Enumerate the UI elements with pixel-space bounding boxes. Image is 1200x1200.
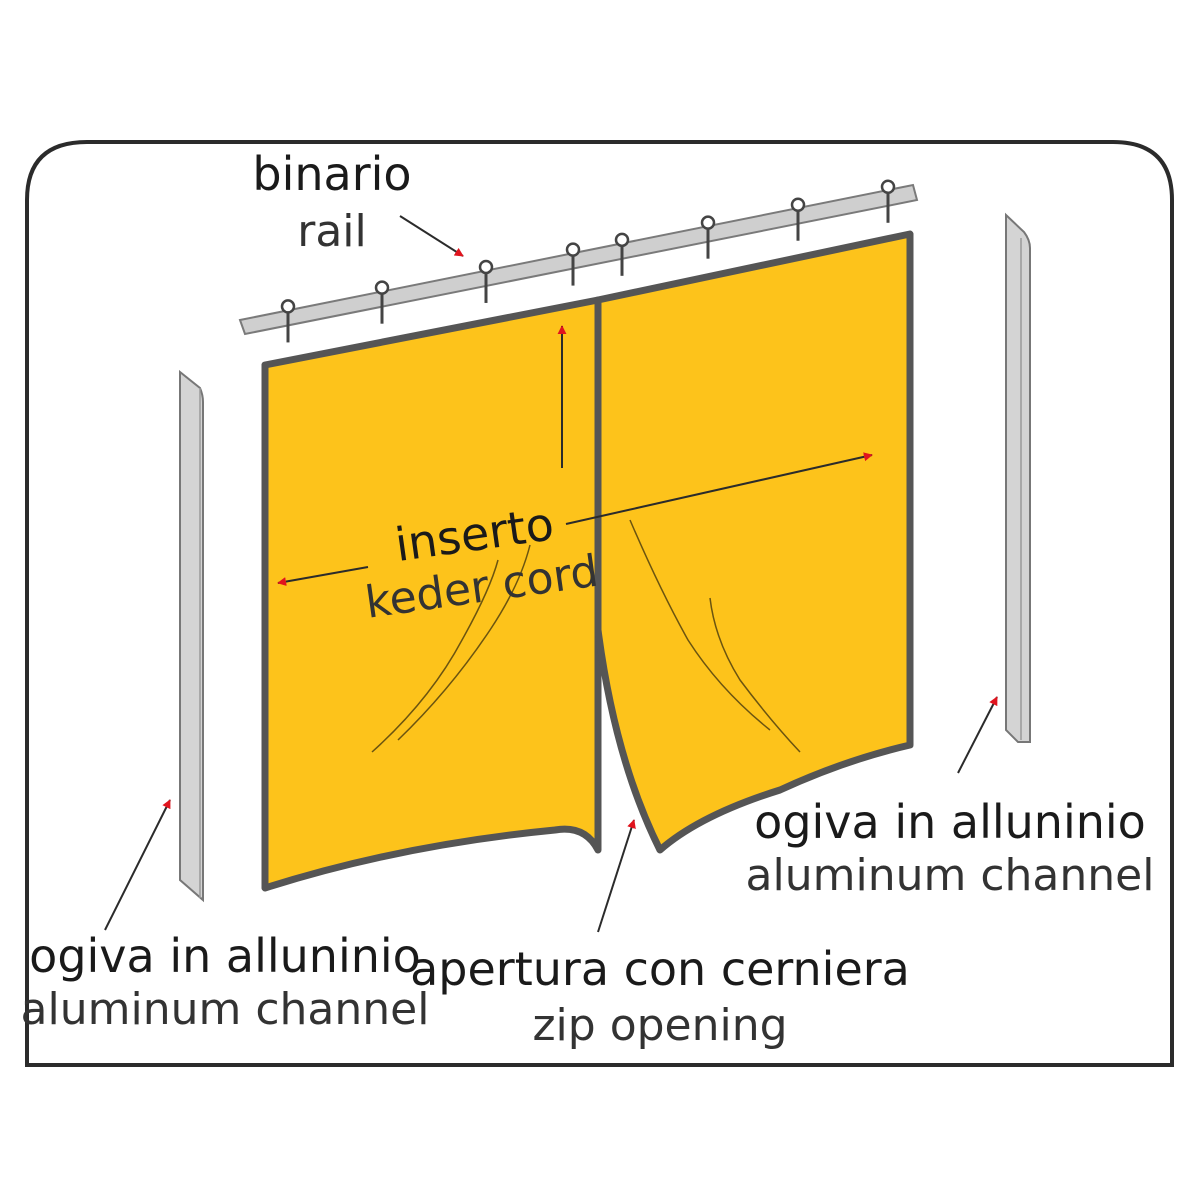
right-aluminum-channel: [1005, 212, 1031, 743]
rail-arrow: [399, 215, 464, 257]
left-curtain-panel: [261, 296, 602, 892]
channel-left-label-en: aluminum channel: [21, 984, 430, 1035]
right-curtain-panel: [594, 230, 914, 854]
callout-arrows: [104, 215, 998, 933]
zip-arrow: [597, 819, 636, 933]
fold-lines: [371, 519, 801, 753]
rail-hook-2: [374, 280, 390, 324]
rail-label-en: rail: [297, 206, 367, 257]
rail-hook-5: [614, 232, 630, 276]
left-aluminum-channel: [179, 369, 204, 903]
keder-right-arrow: [565, 452, 873, 525]
rail-hook-3: [478, 259, 494, 303]
rail-hooks: [280, 179, 896, 343]
channel-right-label-en: aluminum channel: [746, 850, 1155, 901]
frame-border: [25, 140, 1174, 1067]
rail-hook-4: [565, 242, 581, 286]
zip-label-en: zip opening: [532, 1000, 787, 1051]
keder-left-arrow: [277, 566, 369, 587]
rail-label-it: binario: [252, 147, 411, 201]
channel-right-label-it: ogiva in alluninio: [754, 795, 1146, 849]
channel-right-arrow: [957, 696, 998, 774]
zip-label-it: apertura con cerniera: [410, 942, 910, 996]
rail-hook-8: [880, 179, 896, 223]
rail-hook-1: [280, 299, 296, 343]
rail-hook-6: [700, 215, 716, 259]
channel-left-label-it: ogiva in alluninio: [29, 929, 421, 983]
rail-hook-7: [790, 197, 806, 241]
channel-left-arrow: [104, 799, 171, 931]
aluminum-rail: [238, 183, 919, 336]
